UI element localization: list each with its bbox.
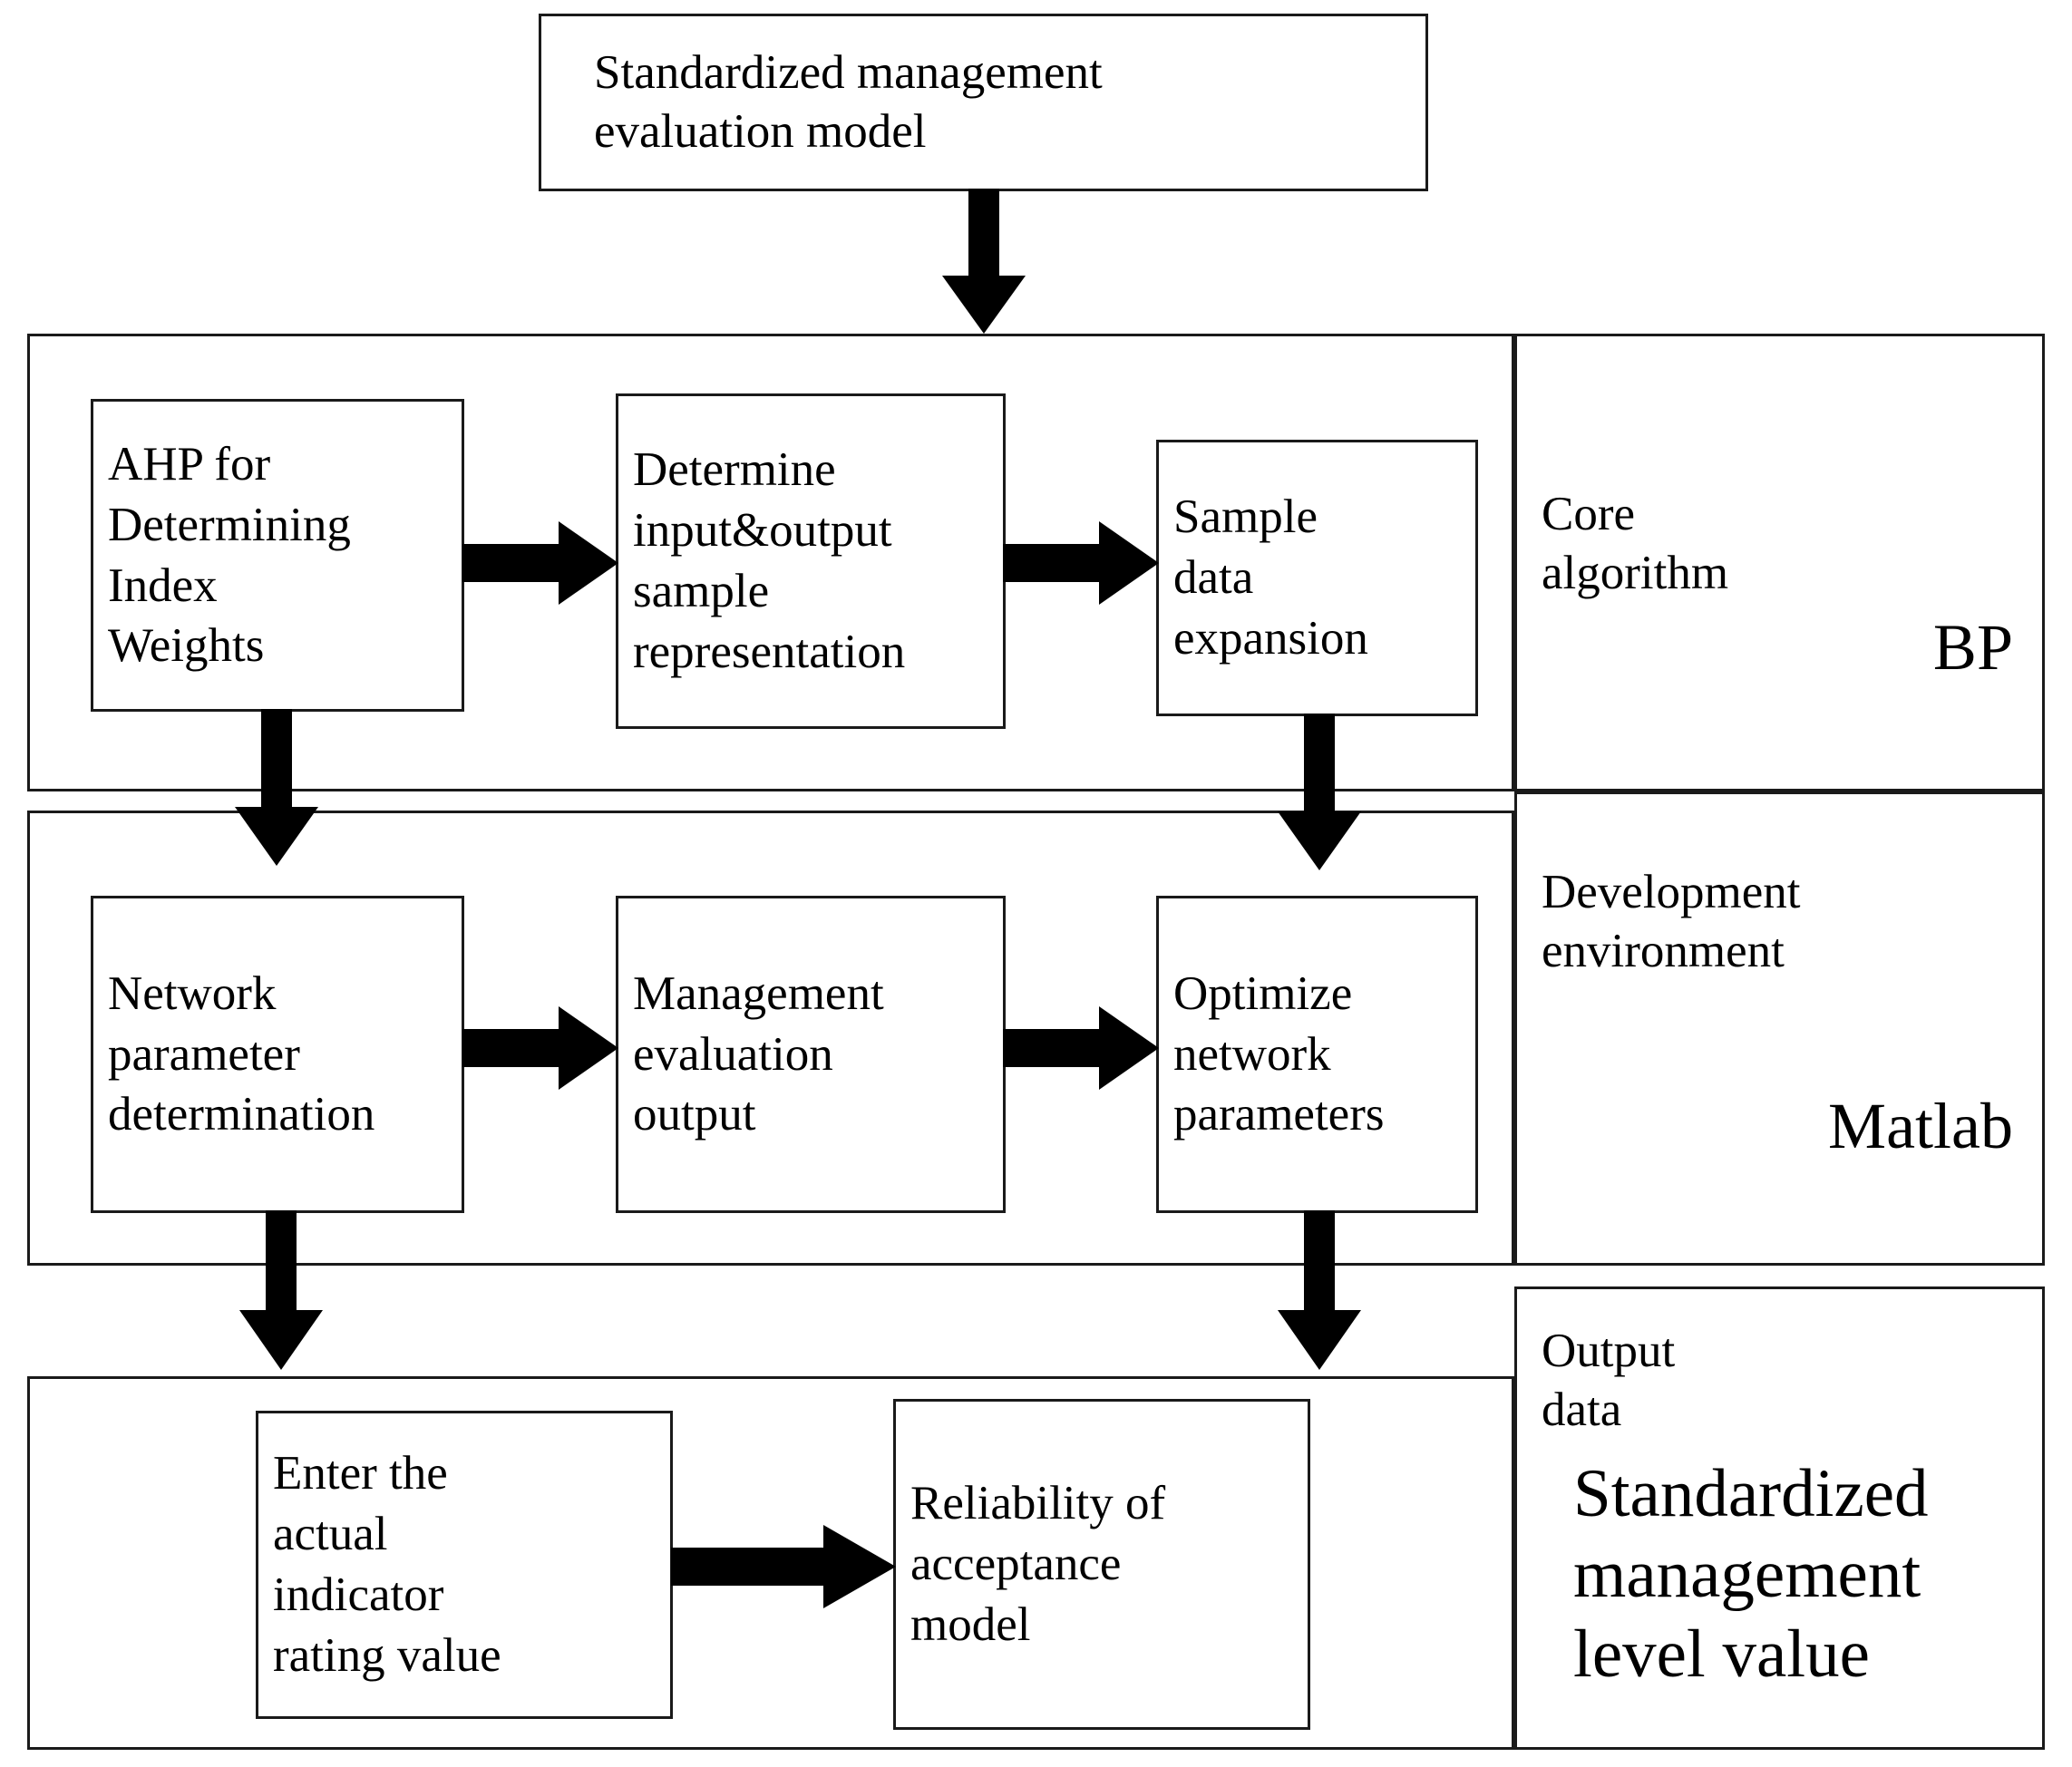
- node-reliability-of-acceptance-model: Reliability of acceptance model: [893, 1399, 1310, 1730]
- arrow-title-to-row1: [934, 189, 1034, 335]
- side-value-output-data: Standardized management level value: [1573, 1456, 1929, 1692]
- node-ahp-index-weights: AHP for Determining Index Weights: [91, 399, 464, 712]
- node-label: Sample data expansion: [1173, 490, 1368, 665]
- node-enter-actual-indicator-rating-value: Enter the actual indicator rating value: [256, 1411, 673, 1719]
- node-label: Network parameter determination: [108, 966, 375, 1141]
- node-label: Enter the actual indicator rating value: [273, 1447, 501, 1682]
- side-value-core-algorithm: BP: [1932, 611, 2013, 684]
- side-label-core-algorithm: Core algorithm: [1542, 488, 1729, 599]
- arrow-ahp-to-determine: [462, 519, 621, 607]
- arrow-determine-to-sample: [1003, 519, 1162, 607]
- node-standardized-management-evaluation-model: Standardized management evaluation model: [539, 14, 1428, 191]
- arrow-enter-to-reliability: [671, 1523, 898, 1610]
- node-sample-data-expansion: Sample data expansion: [1156, 440, 1478, 716]
- arrow-network-to-output-row: [231, 1210, 331, 1372]
- arrow-optimize-to-output-row: [1269, 1210, 1369, 1372]
- arrow-ahp-to-network: [227, 709, 326, 868]
- node-label: Standardized management evaluation model: [594, 46, 1103, 158]
- node-label: AHP for Determining Index Weights: [108, 437, 351, 673]
- node-optimize-network-parameters: Optimize network parameters: [1156, 896, 1478, 1213]
- node-determine-sample-representation: Determine input&output sample representa…: [616, 393, 1006, 729]
- node-label: Management evaluation output: [633, 966, 884, 1141]
- node-network-parameter-determination: Network parameter determination: [91, 896, 464, 1213]
- arrow-network-to-management: [462, 1005, 621, 1092]
- node-label: Optimize network parameters: [1173, 966, 1385, 1141]
- node-management-evaluation-output: Management evaluation output: [616, 896, 1006, 1213]
- side-value-development-environment: Matlab: [1828, 1090, 2013, 1162]
- node-label: Determine input&output sample representa…: [633, 443, 906, 678]
- arrow-management-to-optimize: [1003, 1005, 1162, 1092]
- side-label-output-data: Output data: [1542, 1325, 1676, 1436]
- row-side-panel-development-environment: [1514, 791, 2045, 1266]
- arrow-sample-to-optimize: [1269, 714, 1369, 872]
- node-label: Reliability of acceptance model: [910, 1477, 1166, 1651]
- row-side-panel-core-algorithm: [1514, 334, 2045, 791]
- row-side-panel-output-data: [1514, 1286, 2045, 1750]
- side-label-development-environment: Development environment: [1542, 866, 1801, 977]
